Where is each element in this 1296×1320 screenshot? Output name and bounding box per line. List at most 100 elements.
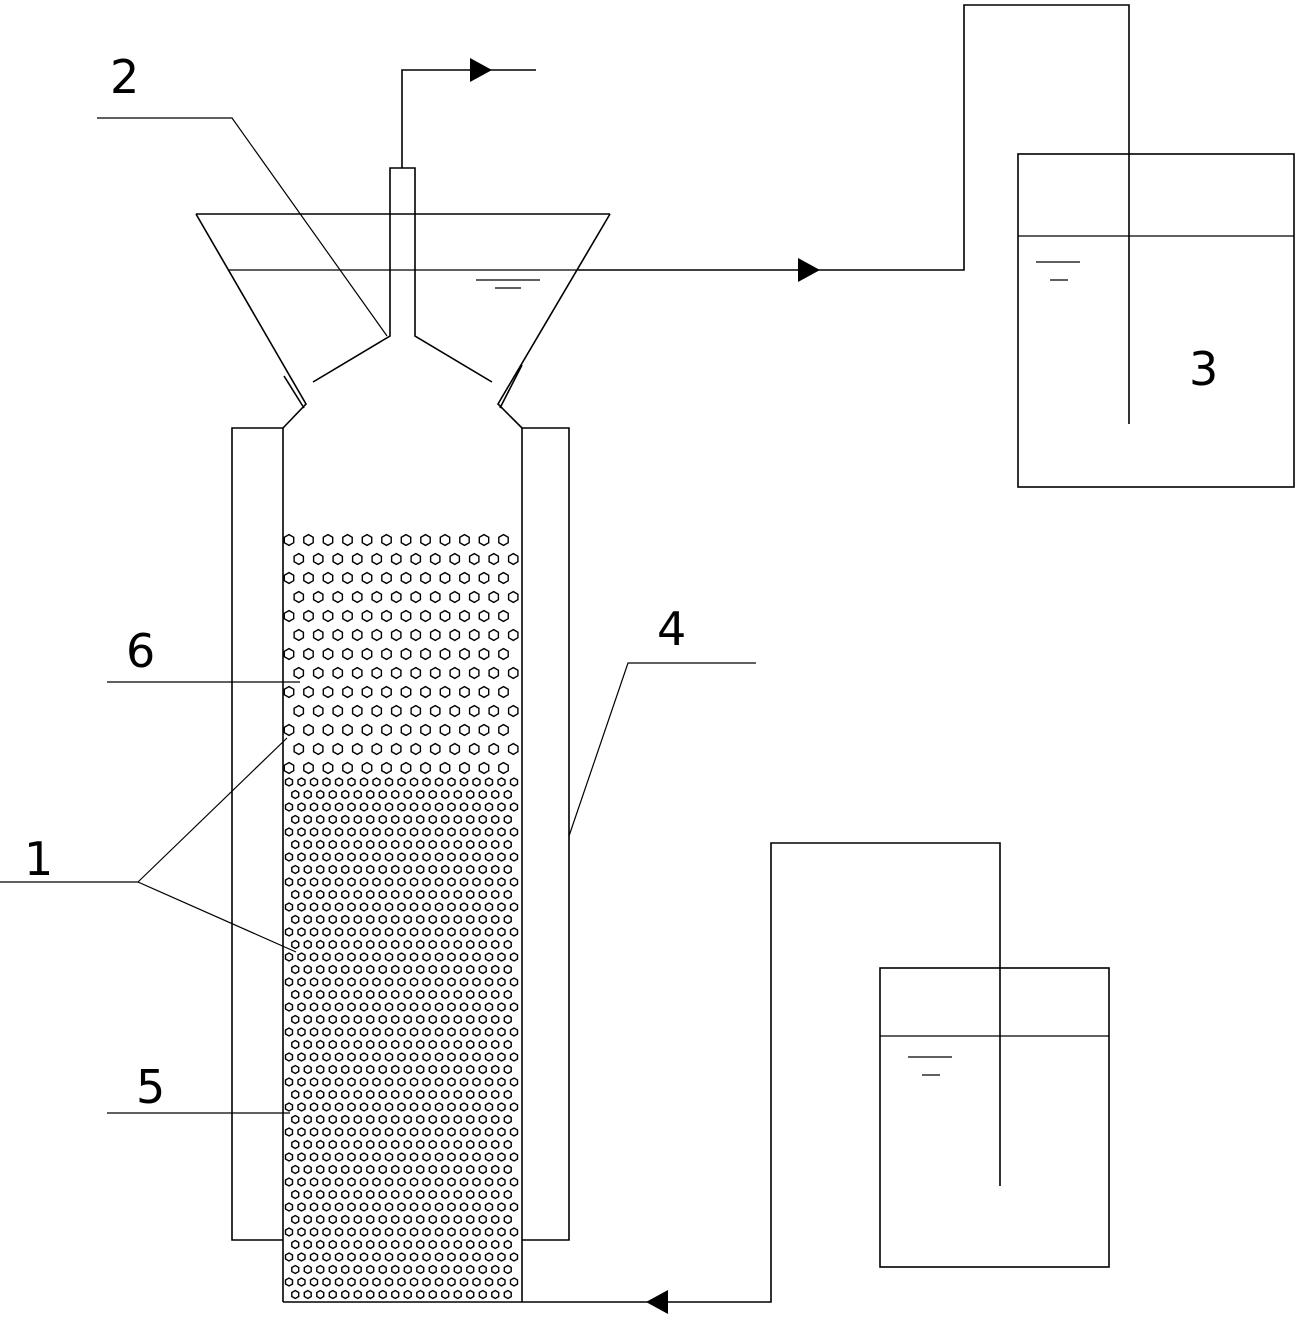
packing-particle bbox=[372, 777, 381, 787]
packing-particle bbox=[328, 939, 337, 950]
packing-particle bbox=[441, 1189, 450, 1200]
packing-particle bbox=[497, 1102, 506, 1112]
packing-particle bbox=[491, 864, 500, 875]
packing-particle bbox=[403, 964, 412, 975]
packing-particle bbox=[509, 1177, 519, 1187]
packing-particle bbox=[293, 628, 305, 642]
packing-particle bbox=[297, 1277, 306, 1287]
packing-particle bbox=[297, 1227, 306, 1237]
packing-particle bbox=[291, 814, 300, 825]
packing-particle bbox=[303, 1089, 312, 1100]
packing-particle bbox=[341, 939, 350, 950]
packing-particle bbox=[509, 927, 519, 937]
packing-particle bbox=[497, 1202, 506, 1212]
packing-particle bbox=[334, 952, 344, 962]
packing-particle bbox=[283, 609, 295, 623]
packing-particle bbox=[484, 1002, 494, 1012]
packing-particle bbox=[366, 814, 375, 825]
packing-particle bbox=[284, 1102, 294, 1112]
packing-particle bbox=[449, 704, 461, 718]
packing-particle bbox=[322, 1027, 331, 1037]
packing-particle bbox=[453, 1039, 462, 1050]
packing-particle bbox=[297, 1177, 306, 1187]
packing-particle bbox=[497, 927, 506, 937]
packing-particle bbox=[459, 1277, 469, 1287]
packing-particle bbox=[459, 1202, 469, 1212]
packing-particle bbox=[359, 1127, 369, 1137]
packing-particle bbox=[466, 1264, 475, 1275]
packing-particle bbox=[434, 902, 444, 912]
packing-particle bbox=[453, 914, 462, 925]
packing-particle bbox=[359, 977, 369, 987]
packing-particle bbox=[291, 1139, 300, 1150]
packing-particle bbox=[403, 1189, 412, 1200]
packing-particle bbox=[509, 1127, 519, 1137]
packing-particle bbox=[403, 1139, 412, 1150]
packing-particle bbox=[472, 927, 481, 937]
packing-particle bbox=[353, 989, 362, 1000]
packing-particle bbox=[409, 877, 419, 887]
packing-particle bbox=[291, 989, 300, 1000]
packing-particle bbox=[422, 1102, 431, 1112]
packing-particle bbox=[322, 1152, 331, 1162]
packing-particle bbox=[372, 1102, 381, 1112]
packing-particle bbox=[381, 685, 392, 699]
packing-particle bbox=[303, 1114, 312, 1125]
packing-particle bbox=[403, 1164, 412, 1175]
packing-particle bbox=[342, 533, 353, 547]
label-4: 4 bbox=[657, 602, 686, 656]
packing-particle bbox=[359, 902, 369, 912]
packing-particle bbox=[478, 1289, 487, 1300]
packing-particle bbox=[507, 742, 519, 756]
packing-particle bbox=[422, 1277, 431, 1287]
packing-particle bbox=[497, 1127, 506, 1137]
packing-particle bbox=[391, 914, 400, 925]
packing-particle bbox=[441, 964, 450, 975]
packing-particle bbox=[484, 902, 494, 912]
packing-particle bbox=[491, 939, 500, 950]
packing-particle bbox=[428, 1189, 437, 1200]
packing-particle bbox=[447, 1002, 456, 1012]
packing-particle bbox=[409, 1127, 419, 1137]
packing-particle bbox=[466, 789, 475, 800]
packing-particle bbox=[322, 877, 331, 887]
packing-particle bbox=[439, 647, 451, 661]
packing-particle bbox=[297, 1102, 306, 1112]
packing-particle bbox=[353, 1289, 362, 1300]
packing-particle bbox=[309, 902, 319, 912]
packing-particle bbox=[316, 1164, 325, 1175]
packing-particle bbox=[422, 1027, 431, 1037]
packing-particle bbox=[466, 814, 475, 825]
packing-particle bbox=[328, 1014, 337, 1025]
packing-particle bbox=[359, 1002, 369, 1012]
packing-particle bbox=[409, 1252, 419, 1262]
packing-particle bbox=[409, 1077, 419, 1087]
packing-particle bbox=[322, 1002, 331, 1012]
packing-particle bbox=[400, 609, 412, 623]
packing-particle bbox=[342, 609, 353, 623]
packing-particle bbox=[459, 977, 469, 987]
packing-particle bbox=[478, 839, 487, 850]
packing-particle bbox=[322, 1102, 331, 1112]
packing-particle bbox=[334, 1102, 344, 1112]
packing-particle bbox=[347, 1152, 356, 1162]
packing-particle bbox=[428, 839, 437, 850]
packing-particle bbox=[459, 902, 469, 912]
packing-particle bbox=[400, 571, 412, 585]
packing-particle bbox=[459, 571, 470, 585]
packing-particle bbox=[453, 839, 462, 850]
packing-particle bbox=[303, 1214, 312, 1225]
packing-particle bbox=[434, 877, 444, 887]
packing-particle bbox=[366, 1289, 375, 1300]
packing-particle bbox=[391, 1114, 400, 1125]
packing-particle bbox=[491, 914, 500, 925]
packing-particle bbox=[381, 571, 392, 585]
packing-particle bbox=[322, 1277, 331, 1287]
packing-particle bbox=[441, 1164, 450, 1175]
packing-particle bbox=[297, 1202, 306, 1212]
packing-particle bbox=[416, 814, 425, 825]
packing-particle bbox=[468, 552, 480, 566]
packing-particle bbox=[328, 1039, 337, 1050]
packing-particle bbox=[409, 852, 419, 862]
packing-particle bbox=[441, 1039, 450, 1050]
